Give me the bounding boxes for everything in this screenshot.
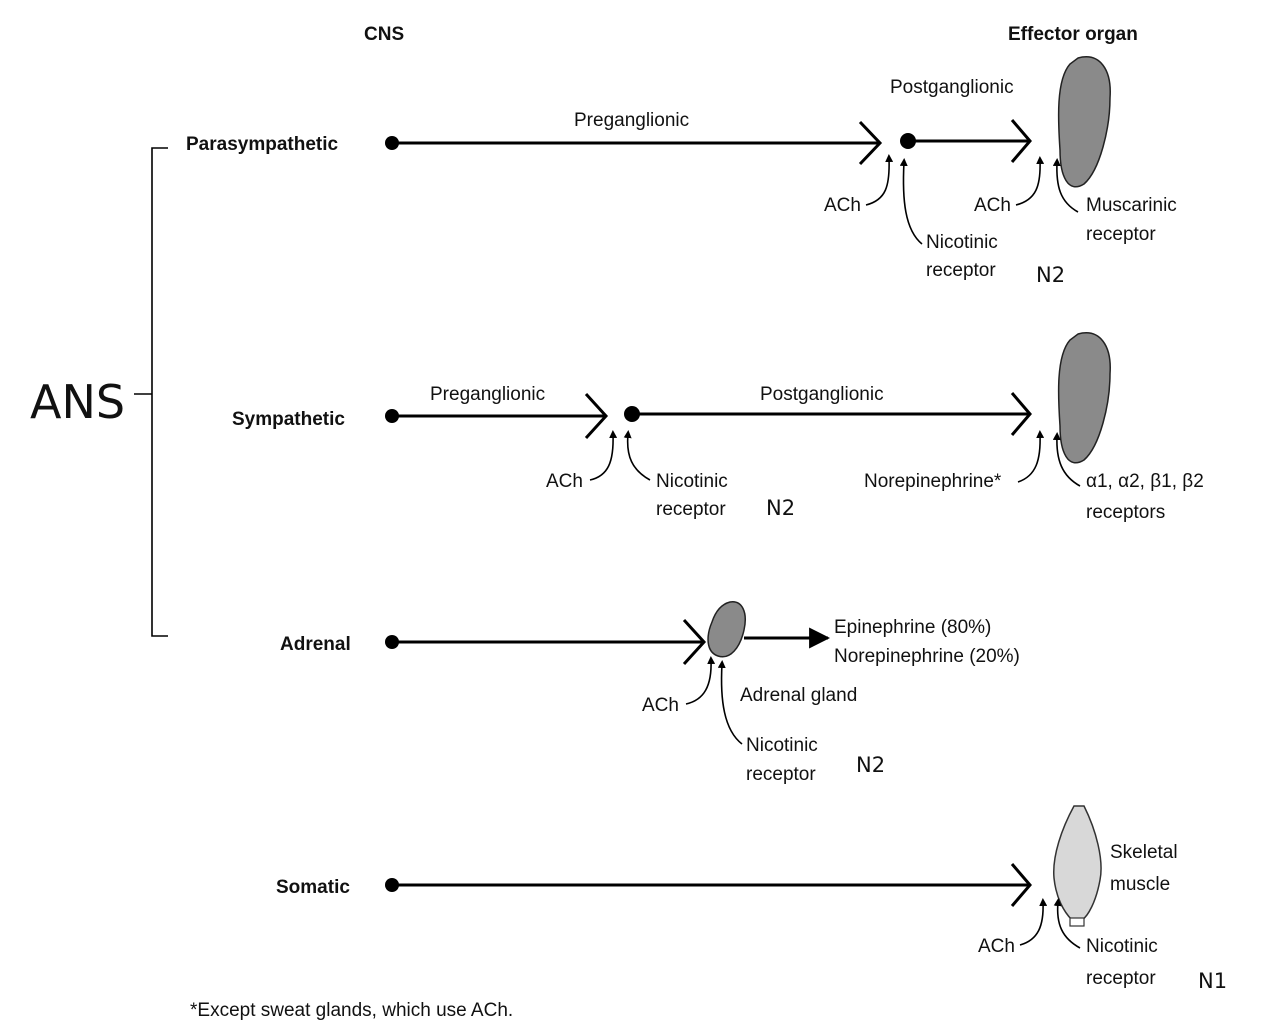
symp-ne-arrow — [1017, 430, 1045, 483]
para-ach2-arrow — [1015, 156, 1045, 206]
symp-n2-label: N2 — [766, 496, 795, 520]
para-ganglion-terminal — [858, 120, 883, 166]
footnote: *Except sweat glands, which use ACh. — [190, 1000, 513, 1021]
adrenal-nicotinic-arrow — [717, 660, 743, 745]
symp-nicotinic-label-2: receptor — [656, 499, 726, 520]
somatic-nicotinic-arrow — [1053, 898, 1081, 949]
para-muscarinic-arrow — [1052, 158, 1079, 213]
para-ach1-label: ACh — [824, 195, 861, 216]
symp-effector-organ — [1057, 332, 1111, 464]
ans-bracket — [151, 147, 168, 637]
adrenal-ach-arrow — [685, 656, 716, 705]
para-nicotinic-arrow — [899, 158, 923, 245]
adrenal-ach-label: ACh — [642, 695, 679, 716]
sympathetic-label: Sympathetic — [232, 409, 345, 430]
para-nicotinic-label-1: Nicotinic — [926, 232, 998, 253]
adrenal-terminal — [682, 618, 707, 666]
symp-preganglionic-label: Preganglionic — [430, 384, 545, 405]
para-preganglionic-label: Preganglionic — [574, 110, 689, 131]
cns-header: CNS — [364, 24, 404, 45]
para-nicotinic-label-2: receptor — [926, 260, 996, 281]
symp-ach-label: ACh — [546, 471, 583, 492]
symp-ganglion-terminal — [584, 392, 609, 440]
adrenal-norepinephrine-label: Norepinephrine (20%) — [834, 646, 1020, 667]
adrenal-n2-label: N2 — [856, 753, 885, 777]
skeletal-muscle-label-1: Skeletal — [1110, 842, 1178, 863]
symp-nicotinic-label-1: Nicotinic — [656, 471, 728, 492]
para-muscarinic-label-1: Muscarinic — [1086, 195, 1177, 216]
symp-effector-terminal — [1010, 392, 1032, 436]
somatic-ach-label: ACh — [978, 936, 1015, 957]
somatic-terminal — [1010, 863, 1032, 907]
para-effector-organ — [1057, 56, 1111, 188]
skeletal-muscle-label-2: muscle — [1110, 874, 1170, 895]
adrenal-nicotinic-label-2: receptor — [746, 764, 816, 785]
symp-postganglionic-label: Postganglionic — [760, 384, 884, 405]
somatic-label: Somatic — [276, 877, 350, 898]
para-ach2-label: ACh — [974, 195, 1011, 216]
para-postganglionic-label: Postganglionic — [890, 77, 1014, 98]
symp-adrenergic-receptors-label-2: receptors — [1086, 502, 1165, 523]
parasympathetic-label: Parasympathetic — [186, 134, 339, 155]
adrenal-label: Adrenal — [280, 634, 351, 655]
somatic-nicotinic-label-2: receptor — [1086, 968, 1156, 989]
para-ach1-arrow — [865, 154, 894, 206]
skeletal-muscle-tendon — [1069, 917, 1085, 927]
adrenal-nicotinic-label-1: Nicotinic — [746, 735, 818, 756]
symp-adrenergic-arrow — [1052, 432, 1081, 487]
symp-adrenergic-receptors-label-1: α1, α2, β1, β2 — [1086, 471, 1204, 492]
somatic-n1-label: N1 — [1198, 969, 1227, 993]
para-effector-terminal — [1010, 119, 1032, 163]
para-muscarinic-label-2: receptor — [1086, 224, 1156, 245]
adrenal-gland-label: Adrenal gland — [740, 685, 857, 706]
symp-ach-arrow — [589, 430, 618, 481]
adrenal-gland-shape — [707, 601, 746, 658]
skeletal-muscle-shape — [1053, 805, 1102, 921]
adrenal-epinephrine-label: Epinephrine (80%) — [834, 617, 991, 638]
somatic-ach-arrow — [1019, 898, 1048, 946]
symp-nicotinic-arrow — [623, 430, 651, 481]
para-n2-label: N2 — [1036, 263, 1065, 287]
somatic-nicotinic-label-1: Nicotinic — [1086, 936, 1158, 957]
symp-norepinephrine-label: Norepinephrine* — [864, 471, 1002, 492]
ans-label: ANS — [30, 375, 125, 429]
effector-organ-header: Effector organ — [1008, 24, 1138, 45]
